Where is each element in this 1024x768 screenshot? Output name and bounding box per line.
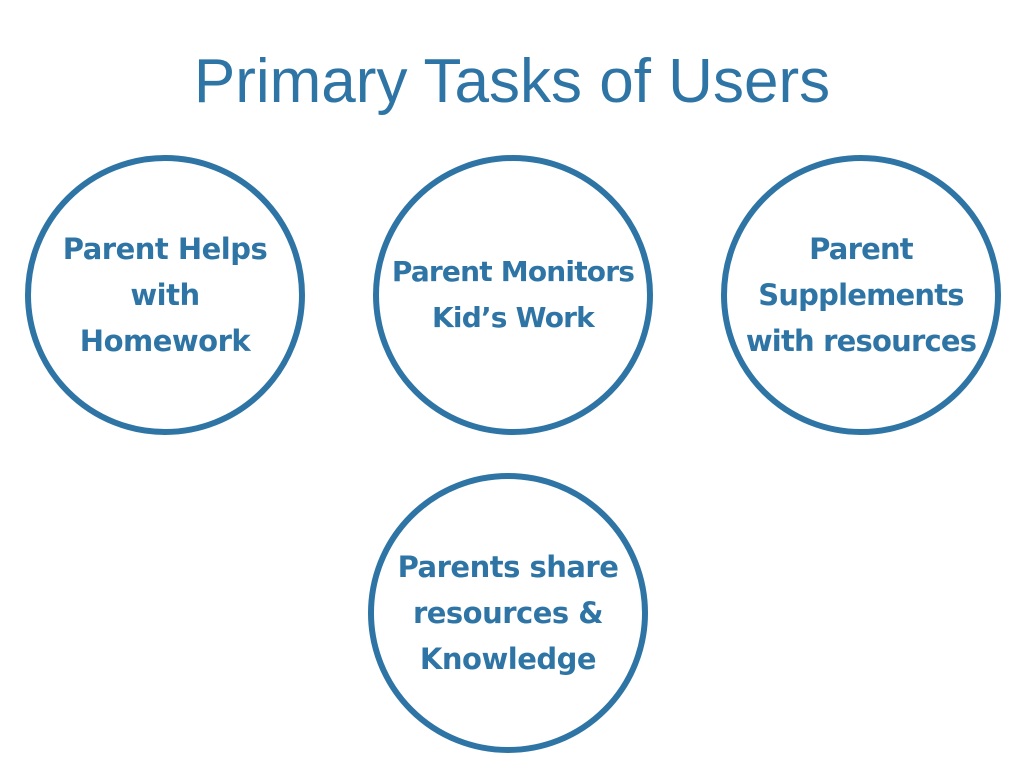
- task-circle-helps-with-homework: Parent Helps with Homework: [25, 155, 305, 435]
- task-circle-supplements-with-resources: Parent Supplements with resources: [721, 155, 1001, 435]
- task-circle-share-resources-knowledge: Parents share resources & Knowledge: [368, 473, 648, 753]
- task-label: Parent Supplements with resources: [745, 232, 977, 358]
- task-label: Parents share resources & Knowledge: [397, 550, 619, 676]
- task-label: Parent Helps with Homework: [62, 232, 268, 358]
- task-circle-monitors-kids-work: Parent Monitors Kid’s Work: [373, 155, 653, 435]
- slide-title: Primary Tasks of Users: [193, 47, 831, 116]
- task-label: Parent Monitors Kid’s Work: [391, 255, 635, 334]
